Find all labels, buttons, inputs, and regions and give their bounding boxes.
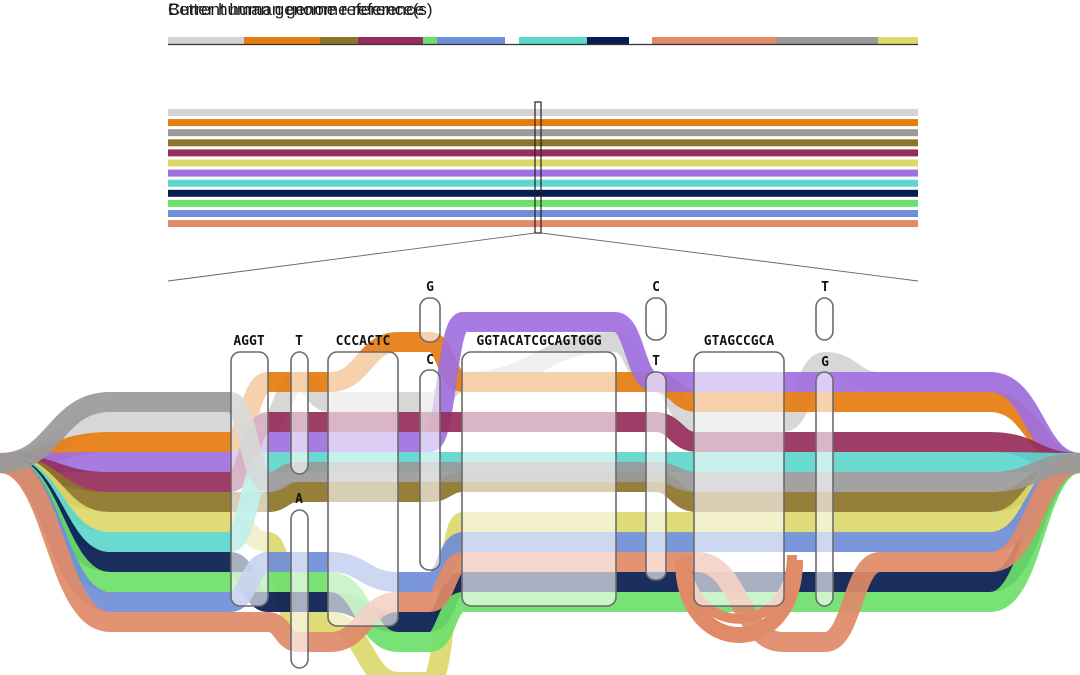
better-reference-line (168, 169, 918, 177)
sequence-label: T (821, 280, 829, 295)
current-segment (320, 37, 358, 44)
zoom-line-left (167, 232, 536, 282)
sequence-node (815, 297, 834, 341)
haplotype-ribbon (681, 554, 797, 624)
graph-nodes (230, 297, 834, 669)
better-reference-line (168, 139, 918, 147)
sequence-label: G (821, 355, 829, 370)
sequence-node (815, 371, 834, 607)
sequence-label: GTAGCCGCA (704, 334, 775, 349)
current-segment (505, 37, 519, 44)
sequence-node (645, 297, 667, 341)
current-segment (629, 37, 652, 44)
better-reference-line (168, 119, 918, 127)
current-segment (244, 37, 320, 44)
sequence-label: AGGT (233, 334, 264, 349)
better-reference-line (168, 210, 918, 217)
current-segment (652, 37, 776, 44)
sequence-label: CCCACTC (336, 334, 391, 349)
sequence-node (461, 351, 617, 607)
sequence-node (290, 351, 309, 475)
current-reference-title: Current human genome reference (168, 0, 425, 19)
sequence-node (419, 297, 441, 343)
better-reference-line (168, 220, 918, 228)
node-labels: AGGT T A CCCACTC G C GGTACATCGCAGTGGG C T GTAGCCG… (233, 280, 829, 507)
better-reference-line (168, 149, 918, 157)
current-segment (878, 37, 918, 44)
sequence-node (230, 351, 269, 607)
current-segment (437, 37, 505, 44)
zoom-window (534, 101, 542, 234)
better-reference-line (168, 109, 918, 116)
current-segment (776, 37, 878, 44)
current-segment (358, 37, 423, 44)
sequence-node (327, 351, 399, 627)
better-reference-line (168, 199, 918, 207)
current-segment (423, 37, 437, 44)
better-reference-line (168, 179, 918, 187)
better-references-title: Better human genome reference(s) (168, 0, 433, 19)
sequence-label: C (652, 280, 660, 295)
sequence-node (290, 509, 309, 669)
better-reference-line (168, 159, 918, 167)
sequence-label: T (652, 354, 660, 369)
better-reference-line (168, 189, 918, 197)
sequence-label: A (295, 492, 303, 507)
current-segment (587, 37, 629, 44)
sequence-label: T (295, 334, 303, 349)
haplotype-ribbon (675, 559, 803, 643)
better-reference-lines (168, 109, 918, 228)
current-segment (168, 37, 244, 44)
zoom-line-right (540, 232, 919, 282)
sequence-label: GGTACATCGCAGTGGG (476, 334, 601, 349)
sequence-label: G (426, 280, 434, 295)
sequence-node (645, 371, 667, 581)
current-segment (519, 37, 587, 44)
sequence-label: C (426, 353, 434, 368)
current-reference-bar (168, 37, 918, 46)
better-reference-line (168, 129, 918, 137)
sequence-node (693, 351, 785, 607)
sequence-node (419, 369, 441, 571)
